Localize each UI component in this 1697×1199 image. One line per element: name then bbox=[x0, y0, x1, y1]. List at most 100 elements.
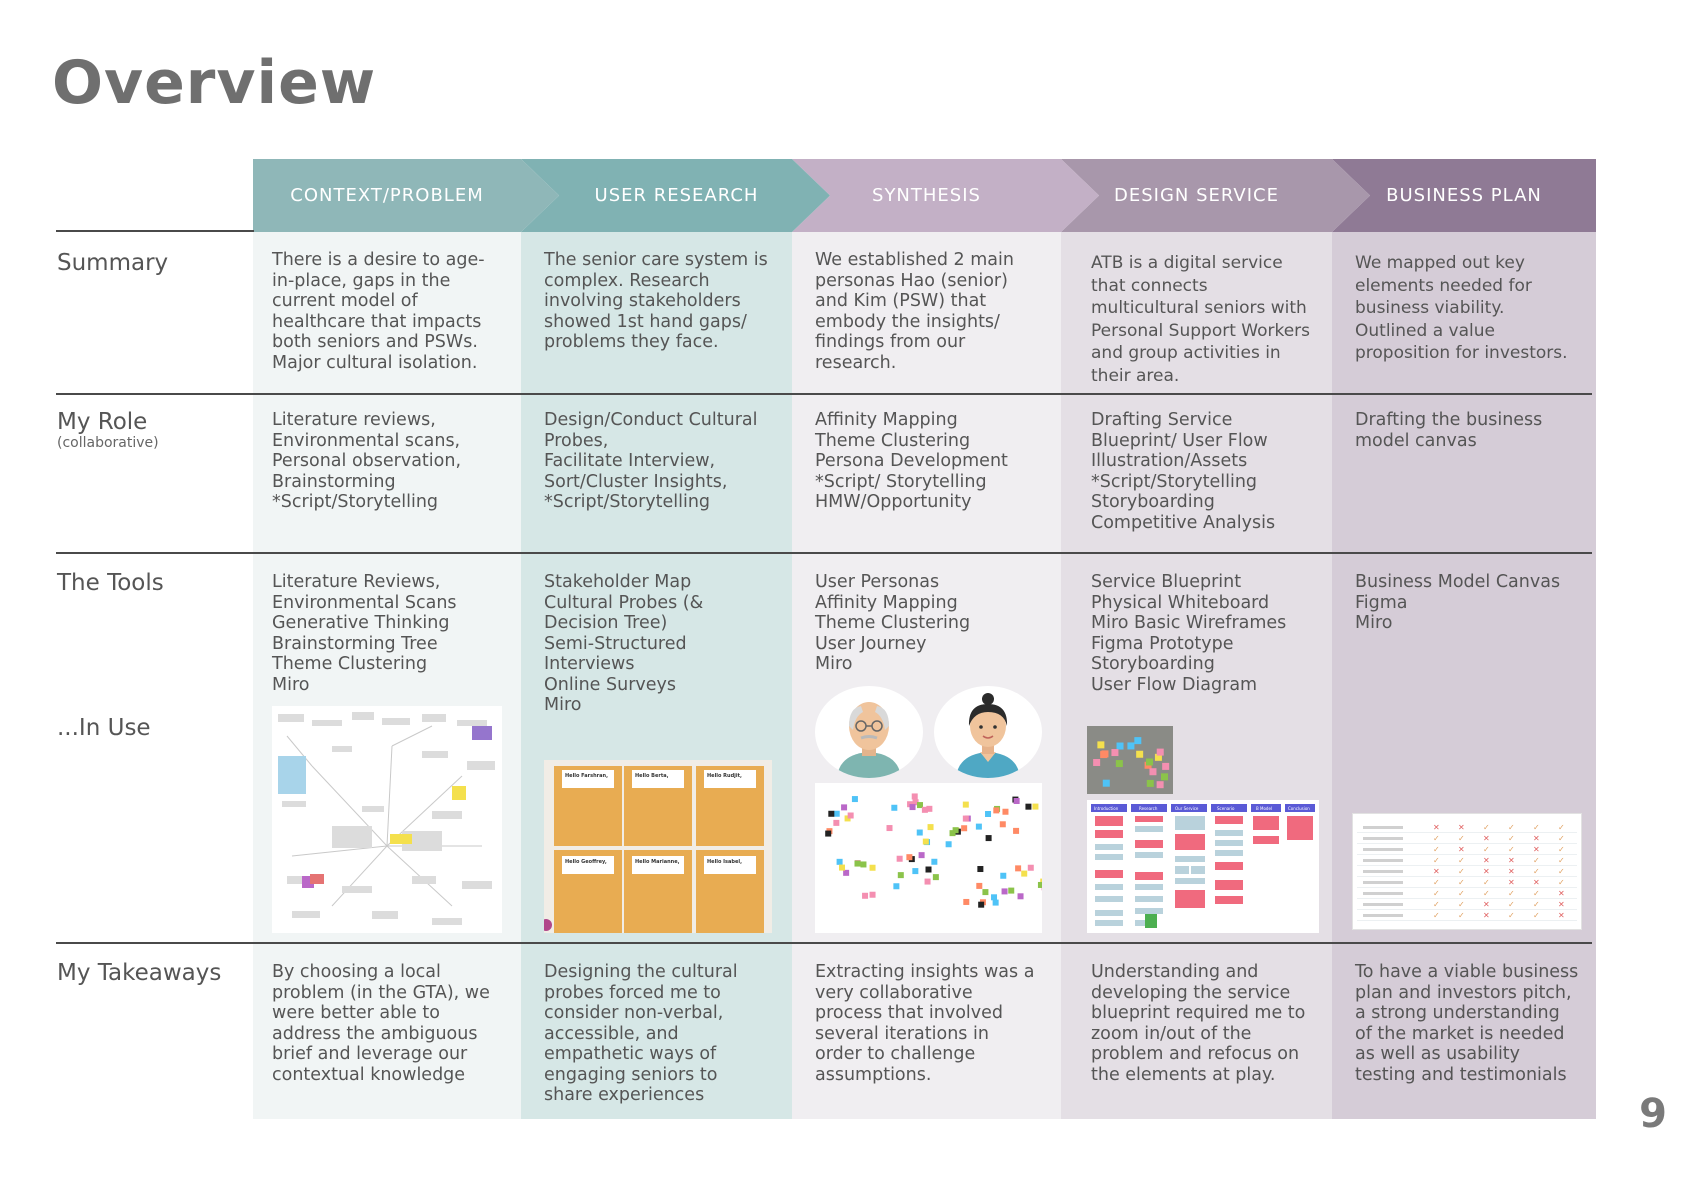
sticky-note bbox=[1025, 803, 1032, 810]
sticky-note bbox=[916, 829, 923, 836]
sticky-note bbox=[896, 855, 903, 862]
sticky-note bbox=[1161, 773, 1169, 781]
check-icon: ✓ bbox=[1433, 856, 1440, 865]
blueprint-header-label: B Model bbox=[1256, 806, 1272, 811]
page-title: Overview bbox=[52, 48, 377, 118]
cross-icon: ✕ bbox=[1508, 867, 1515, 876]
sticky-note bbox=[1013, 798, 1020, 805]
cross-icon: ✕ bbox=[1433, 867, 1440, 876]
probe-card-label: Hello Farshran, bbox=[565, 773, 608, 779]
sticky-note bbox=[906, 854, 913, 861]
sticky-note bbox=[869, 891, 876, 898]
sticky-note bbox=[926, 805, 933, 812]
check-icon: ✓ bbox=[1533, 856, 1540, 865]
table-rule bbox=[1357, 854, 1577, 855]
mind-map-graphic bbox=[278, 712, 495, 925]
sticky-note bbox=[841, 804, 848, 811]
sticky-note bbox=[912, 799, 919, 806]
sticky-note bbox=[1102, 779, 1110, 787]
check-icon: ✓ bbox=[1433, 900, 1440, 909]
check-icon: ✓ bbox=[1458, 834, 1465, 843]
cross-icon: ✕ bbox=[1508, 856, 1515, 865]
sticky-note bbox=[921, 806, 928, 813]
check-icon: ✓ bbox=[1433, 834, 1440, 843]
sticky-note bbox=[1093, 758, 1101, 766]
table-rule bbox=[1357, 843, 1577, 844]
sticky-note bbox=[1127, 742, 1135, 750]
blueprint-header-label: Research bbox=[1139, 806, 1158, 811]
table-row-label bbox=[1363, 837, 1403, 840]
row-label-tools: The Tools bbox=[57, 570, 164, 596]
sticky-note bbox=[1032, 803, 1039, 810]
sticky-note bbox=[1115, 760, 1123, 768]
column-header-design: DESIGN SERVICE bbox=[1114, 185, 1279, 206]
sticky-note bbox=[839, 864, 846, 871]
probe-card-label: Hello Isabel, bbox=[707, 859, 742, 865]
sticky-note bbox=[1111, 749, 1119, 757]
check-icon: ✓ bbox=[1533, 911, 1540, 920]
cell-role-context: Literature reviews,Environmental scans,P… bbox=[272, 410, 462, 512]
table-row-label bbox=[1363, 881, 1403, 884]
sticky-note bbox=[1008, 887, 1015, 894]
sticky-note bbox=[962, 801, 969, 808]
sticky-note bbox=[1027, 864, 1034, 871]
check-icon: ✓ bbox=[1458, 889, 1465, 898]
row-sublabel-role: (collaborative) bbox=[57, 435, 159, 451]
column-header-business: BUSINESS PLAN bbox=[1386, 185, 1542, 206]
cross-icon: ✕ bbox=[1558, 889, 1565, 898]
column-bg-business bbox=[1332, 232, 1596, 1119]
check-icon: ✓ bbox=[1458, 867, 1465, 876]
sticky-note bbox=[1017, 893, 1024, 900]
check-icon: ✓ bbox=[1433, 878, 1440, 887]
sticky-note bbox=[1101, 750, 1109, 758]
row-label-role: My Role bbox=[57, 409, 148, 435]
sticky-note bbox=[985, 810, 992, 817]
table-row-label bbox=[1363, 914, 1403, 917]
check-icon: ✓ bbox=[1433, 889, 1440, 898]
sticky-note bbox=[1156, 781, 1164, 789]
thumbnail-service-blueprint: Introduction Research Our Service Scenar… bbox=[1087, 800, 1319, 933]
sticky-note bbox=[860, 861, 867, 868]
check-icon: ✓ bbox=[1558, 834, 1565, 843]
affinity-map-graphic bbox=[825, 793, 1042, 908]
row-divider bbox=[56, 230, 254, 232]
check-icon: ✓ bbox=[1483, 823, 1490, 832]
cross-icon: ✕ bbox=[1483, 834, 1490, 843]
column-header-synthesis: SYNTHESIS bbox=[872, 185, 981, 206]
sticky-note bbox=[1146, 779, 1154, 787]
check-icon: ✓ bbox=[1433, 911, 1440, 920]
cross-icon: ✕ bbox=[1483, 856, 1490, 865]
sticky-note bbox=[1149, 768, 1157, 776]
table-row-label bbox=[1363, 859, 1403, 862]
competitive-analysis-graphic: ✕✕✓✓✓✓✓✓✕✓✕✓✓✕✓✓✕✓✓✓✕✕✓✓✕✓✕✕✓✓✓✓✓✕✕✓✓✓✓✓… bbox=[1357, 823, 1577, 921]
check-icon: ✓ bbox=[1483, 845, 1490, 854]
sticky-note bbox=[1015, 865, 1022, 872]
sticky-note bbox=[1116, 742, 1124, 750]
cell-summary-context: There is a desire to age-in-place, gaps … bbox=[272, 250, 485, 373]
blueprint-header-label: Our Service bbox=[1175, 806, 1199, 811]
sticky-note bbox=[925, 866, 932, 873]
check-icon: ✓ bbox=[1558, 856, 1565, 865]
check-icon: ✓ bbox=[1458, 878, 1465, 887]
sticky-note bbox=[977, 866, 984, 873]
blueprint-header-label: Scenario bbox=[1217, 806, 1235, 811]
row-label-in-use: ...In Use bbox=[57, 715, 151, 741]
check-icon: ✓ bbox=[1558, 867, 1565, 876]
sticky-note bbox=[1154, 753, 1162, 761]
check-icon: ✓ bbox=[1533, 823, 1540, 832]
cross-icon: ✕ bbox=[1533, 878, 1540, 887]
sticky-note bbox=[912, 868, 919, 875]
row-divider bbox=[56, 552, 1592, 554]
probe-card-label: Hello Berta, bbox=[635, 773, 669, 779]
sticky-note bbox=[975, 823, 982, 830]
sticky-note bbox=[891, 804, 898, 811]
table-rule bbox=[1357, 865, 1577, 866]
sticky-note bbox=[862, 892, 869, 899]
table-row-label bbox=[1363, 903, 1403, 906]
